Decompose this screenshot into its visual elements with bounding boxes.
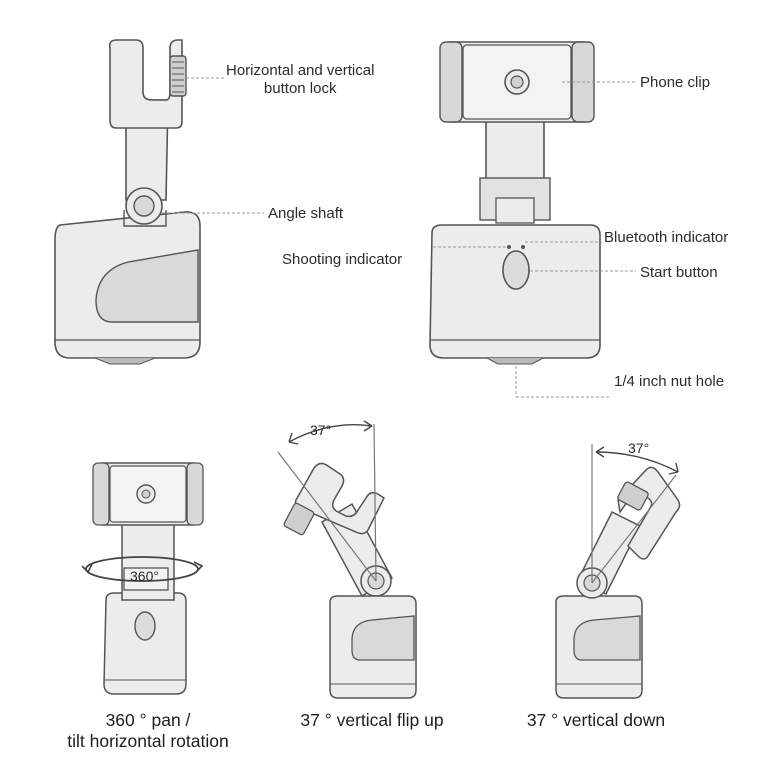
rotation-figure (81, 462, 204, 695)
flip-up-angle-label: 37° (310, 422, 332, 438)
leader-lines (162, 77, 636, 398)
start-button-label: Start button (640, 264, 718, 281)
button-lock-label-line2: button lock (263, 80, 337, 97)
side-view-figure (54, 39, 201, 365)
flip-up-figure (277, 420, 417, 699)
button-lock-label: Horizontal and vertical button lock (226, 62, 374, 98)
front-view-figure (429, 41, 601, 365)
pan-caption-line2: tilt horizontal rotation (67, 731, 229, 751)
angle-shaft-label: Angle shaft (268, 205, 344, 222)
phone-clip-label: Phone clip (640, 74, 711, 91)
flip-down-caption: 37 ° vertical down (526, 710, 666, 730)
bluetooth-indicator-label: Bluetooth indicator (604, 229, 729, 246)
flip-down-figure (555, 444, 681, 699)
nut-hole-label: 1/4 inch nut hole (614, 373, 725, 390)
pan-caption: 360 ° pan / tilt horizontal rotation (48, 710, 248, 752)
pan-caption-line1: 360 ° pan / (105, 710, 191, 730)
pan-degrees-label: 360° (130, 568, 159, 584)
flip-up-caption: 37 ° vertical flip up (300, 710, 444, 730)
button-lock-label-line1: Horizontal and vertical (226, 62, 375, 79)
shooting-indicator-label: Shooting indicator (282, 251, 403, 268)
flip-down-angle-label: 37° (628, 440, 650, 456)
